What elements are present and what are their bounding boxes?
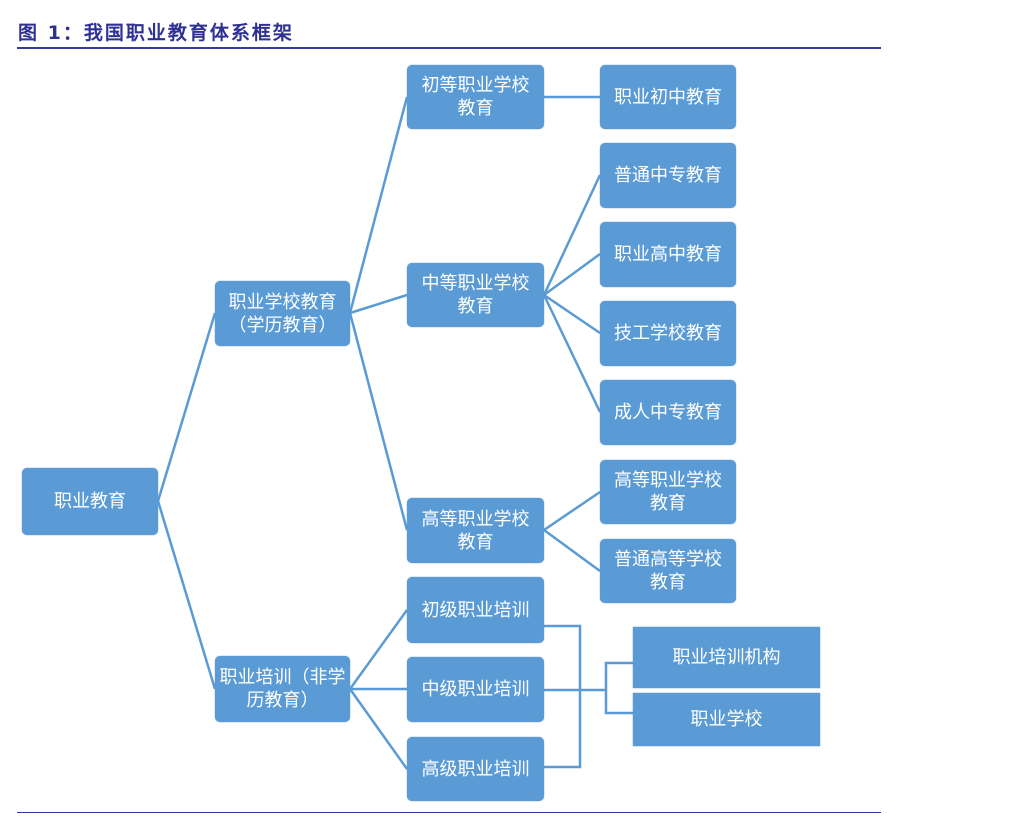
node-primary-training: 初级职业培训 [407,577,544,643]
node-school-edu: 职业学校教育（学历教育） [215,281,350,346]
node-higher-vocational: 高等职业学校教育 [600,460,736,524]
edge-school-secondary [349,293,408,315]
edge-training-senior [348,688,409,770]
edge-higher-1 [543,490,601,532]
figure-title: 图 1：我国职业教育体系框架 [18,22,294,44]
node-normal-secondary: 普通中专教育 [600,143,736,208]
edge-training-primary [348,609,409,690]
node-secondary-school: 中等职业学校教育 [407,263,544,327]
node-higher-school: 高等职业学校教育 [407,498,544,563]
bracket-training [544,624,582,769]
node-normal-higher: 普通高等学校教育 [600,539,736,603]
edge-secondary-1 [542,174,602,296]
node-training: 职业培训（非学历教育） [215,656,350,722]
node-technical-school: 技工学校教育 [600,301,736,366]
bracket-targets [604,661,633,715]
node-vocational-high: 职业高中教育 [600,222,736,287]
node-adult-secondary: 成人中专教育 [600,380,736,445]
node-junior-middle: 职业初中教育 [600,65,736,129]
node-middle-training: 中级职业培训 [407,657,544,722]
edge-school-higher [348,312,409,531]
node-training-institution: 职业培训机构 [633,627,820,688]
edge-secondary-2 [543,252,601,297]
node-vocational-school: 职业学校 [633,693,820,746]
bottom-rule [17,812,881,813]
node-senior-training: 高级职业培训 [407,737,544,801]
edge-school-primary [348,96,409,314]
edge-secondary-4 [542,294,602,413]
edge-root-training [156,500,217,690]
edge-root-school [156,312,217,502]
node-primary-school: 初等职业学校教育 [407,65,544,129]
title-underline [17,47,881,49]
edge-higher-2 [543,528,601,573]
node-root: 职业教育 [22,468,158,535]
edge-secondary-3 [543,293,601,335]
